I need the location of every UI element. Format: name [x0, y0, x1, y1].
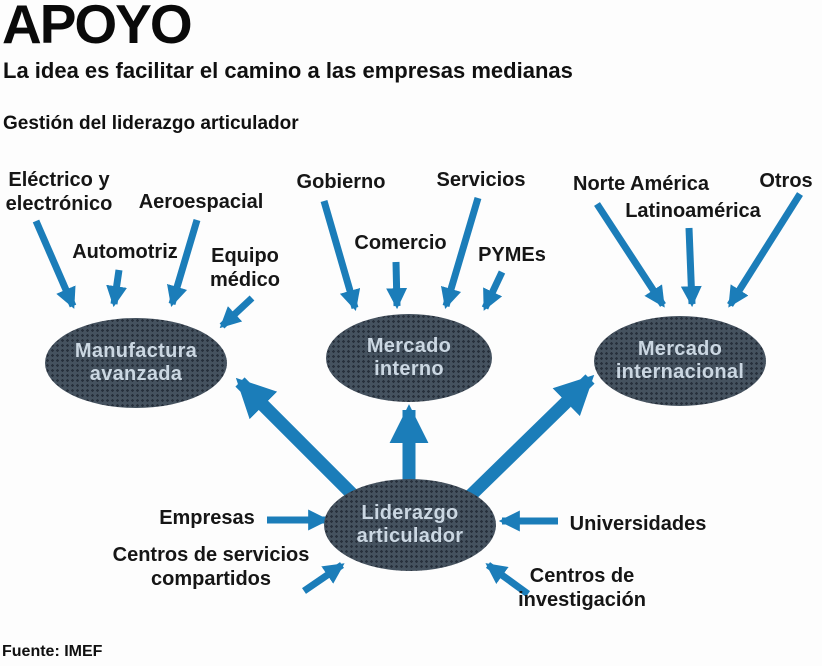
node-label-line: Mercado — [637, 338, 723, 360]
arrow-liderazgo-to-mercado-internacional — [463, 374, 595, 503]
arrow-equipo-medico-to-manufactura — [219, 295, 255, 329]
arrow-servicios-to-mercado-interno — [441, 197, 482, 310]
label-otros: Otros — [759, 170, 813, 192]
node-label-line: Mercado — [366, 335, 452, 357]
label-empresas: Empresas — [159, 507, 255, 529]
arrow-comercio-to-mercado-interno — [386, 261, 408, 310]
label-comercio: Comercio — [354, 232, 447, 254]
node-manufactura-avanzada: Manufactura avanzada — [45, 318, 227, 408]
label-servicios: Servicios — [436, 169, 526, 191]
arrow-electrico-to-manufactura — [32, 219, 77, 309]
node-label-line: avanzada — [89, 363, 183, 385]
arrow-centros-servicios-to-liderazgo — [302, 562, 345, 594]
arrow-automotriz-to-manufactura — [106, 269, 127, 308]
node-mercado-internacional: Mercado internacional — [594, 316, 766, 406]
arrow-pymes-to-mercado-interno — [481, 270, 506, 311]
page-subtitle: La idea es facilitar el camino a las emp… — [3, 58, 573, 83]
label-universidades: Universidades — [569, 513, 707, 535]
page-title: APOYO — [2, 0, 193, 55]
label-norte-america: Norte América — [573, 173, 709, 195]
arrow-gobierno-to-mercado-interno — [320, 200, 361, 312]
node-label-line: internacional — [615, 361, 745, 383]
arrow-norte-america-to-mercado-internacional — [594, 202, 666, 308]
node-label-line: Manufactura — [74, 340, 198, 362]
arrow-centros-investigacion-to-liderazgo — [485, 562, 531, 597]
arrow-otros-to-mercado-internacional — [727, 192, 803, 308]
source-credit: Fuente: IMEF — [2, 643, 103, 660]
label-equipo-medico: Equipo médico — [209, 245, 281, 291]
arrow-latinoamerica-to-mercado-internacional — [680, 227, 702, 308]
arrow-aeroespacial-to-manufactura — [167, 219, 201, 308]
arrow-liderazgo-to-manufactura — [235, 377, 357, 499]
label-automotriz: Automotriz — [72, 241, 178, 263]
label-pymes: PYMEs — [478, 244, 546, 266]
label-electrico-electronico: Eléctrico y electrónico — [5, 169, 113, 215]
label-centros-servicios-compartidos: Centros de servicios compartidos — [112, 544, 310, 590]
label-centros-investigacion: Centros de investigación — [518, 565, 646, 611]
node-label-line: Liderazgo — [361, 502, 459, 524]
node-liderazgo-articulador: Liderazgo articulador — [324, 479, 496, 571]
node-mercado-interno: Mercado interno — [326, 314, 492, 402]
diagram-section-title: Gestión del liderazgo articulador — [3, 113, 299, 134]
node-label-line: articulador — [356, 525, 464, 547]
label-gobierno: Gobierno — [296, 171, 386, 193]
label-latinoamerica: Latinoamérica — [625, 200, 761, 222]
label-aeroespacial: Aeroespacial — [138, 191, 264, 213]
node-label-line: interno — [374, 358, 444, 380]
